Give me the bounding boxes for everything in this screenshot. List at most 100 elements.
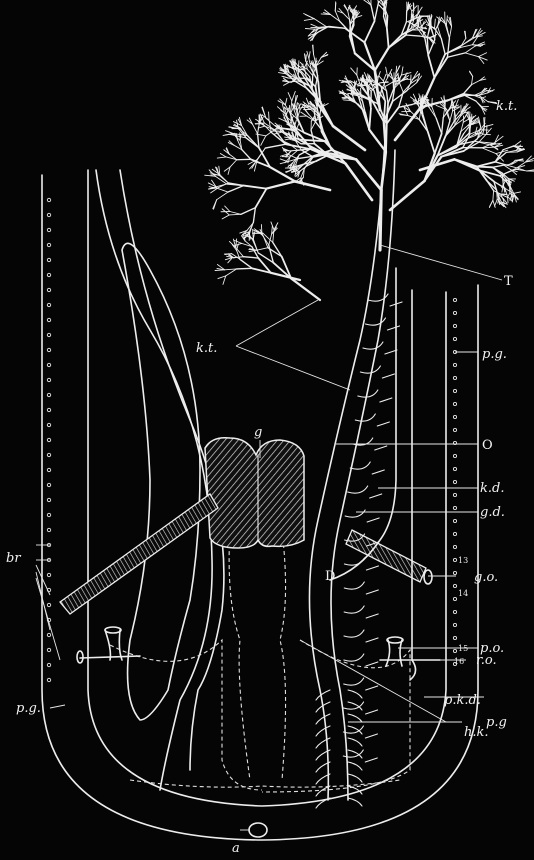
tree-branch	[503, 146, 513, 149]
kidney-tubule	[365, 318, 399, 330]
tree-branch	[471, 80, 479, 84]
tree-branch	[365, 21, 375, 42]
pore-number-16: 16	[454, 657, 464, 666]
tree-branch	[453, 103, 454, 111]
anus-opening	[249, 823, 267, 837]
kidney-tubule	[316, 714, 362, 724]
tree-branch	[292, 91, 296, 101]
gill-pore	[453, 584, 456, 587]
tree-branch	[379, 76, 384, 81]
tree-branch	[214, 200, 217, 210]
gill-pore	[453, 649, 456, 652]
gill-pore	[47, 228, 50, 231]
tree-branch	[392, 91, 406, 102]
tree-branch	[252, 124, 257, 134]
tree-branch	[285, 98, 287, 104]
label-hk: h.k.	[464, 725, 489, 740]
tree-branch	[228, 186, 244, 192]
tree-branch	[479, 134, 487, 142]
tree-branch	[463, 85, 471, 94]
left-small-cup	[105, 630, 122, 660]
inner-dashed-left	[229, 530, 250, 780]
label-pg-left: p.g.	[16, 701, 41, 716]
kidney-tubule	[316, 786, 362, 796]
tree-branch	[236, 268, 252, 269]
tree-branch	[257, 248, 268, 251]
tree-branch	[246, 138, 259, 148]
kidney-tubule	[316, 762, 362, 772]
tree-branch	[369, 130, 386, 152]
tree-branch	[301, 112, 307, 116]
kidney-tubule	[316, 726, 362, 736]
left-sac	[96, 170, 212, 790]
tree-branch	[420, 36, 430, 37]
kidney-tubule	[350, 462, 384, 474]
tree-branch	[470, 72, 473, 77]
tree-branch	[222, 215, 229, 219]
tree-branch	[242, 150, 251, 160]
tree-branch	[304, 13, 315, 18]
tree-branch	[446, 16, 447, 25]
tree-branch	[313, 45, 314, 55]
tree-branch	[419, 110, 421, 119]
inner-dashed-right	[280, 530, 286, 780]
tree-branch	[236, 239, 237, 248]
label-kt-top: k.t.	[496, 99, 517, 114]
tree-branch	[241, 208, 256, 215]
pore-number-15: 15	[458, 644, 468, 653]
gill-pore	[453, 467, 456, 470]
kidney-duct-main	[309, 140, 385, 800]
tree-branch	[418, 7, 422, 13]
gill-pore	[453, 324, 456, 327]
label-go: g.o.	[474, 570, 498, 585]
gill-pore	[47, 213, 50, 216]
gill-pore	[47, 483, 50, 486]
right-gonopore-ring	[424, 570, 432, 584]
tree-branch	[284, 82, 290, 85]
tree-branch	[402, 67, 403, 75]
gill-pore	[47, 648, 50, 651]
tree-branch	[217, 192, 228, 200]
gill-pore	[453, 311, 456, 314]
tree-branch	[489, 200, 493, 207]
gill-pore	[47, 633, 50, 636]
gill-pore	[47, 198, 50, 201]
tree-branch	[230, 160, 237, 167]
tree-branch	[267, 181, 296, 188]
label-O: O	[482, 438, 493, 453]
tree-branch	[375, 3, 379, 21]
tree-branch	[269, 112, 270, 120]
tree-branch	[225, 206, 230, 211]
gill-pore	[47, 513, 50, 516]
gill-pore	[453, 558, 456, 561]
label-pg-right-bottom: p.g	[486, 715, 507, 730]
gill-pore	[453, 493, 456, 496]
gill-pore	[453, 636, 456, 639]
tree-branch	[344, 5, 348, 10]
tree-branch	[446, 25, 449, 39]
tree-branch	[234, 240, 241, 243]
tree-branch	[450, 111, 453, 121]
tree-branch	[454, 159, 476, 166]
tree-branch	[289, 105, 290, 112]
tree-branch	[442, 118, 444, 134]
right-small-cup	[386, 640, 402, 666]
left-small-cup-top	[105, 627, 121, 633]
gill-pore	[47, 408, 50, 411]
tree-branch	[484, 124, 493, 126]
gill-pore	[47, 438, 50, 441]
tree-branch	[379, 82, 388, 83]
gill-pore	[453, 519, 456, 522]
tree-branch	[295, 181, 330, 190]
tree-branch	[333, 126, 365, 150]
tree-branch	[493, 165, 504, 167]
kidney-tubule	[316, 690, 362, 700]
tree-branch	[218, 183, 228, 188]
kidney-tubule	[316, 738, 362, 748]
gill-pore	[47, 603, 50, 606]
tree-branch	[295, 96, 296, 104]
label-br: br	[6, 551, 21, 566]
label-T: T	[504, 274, 513, 289]
gill-pore	[47, 663, 50, 666]
tree-branch	[375, 48, 389, 71]
